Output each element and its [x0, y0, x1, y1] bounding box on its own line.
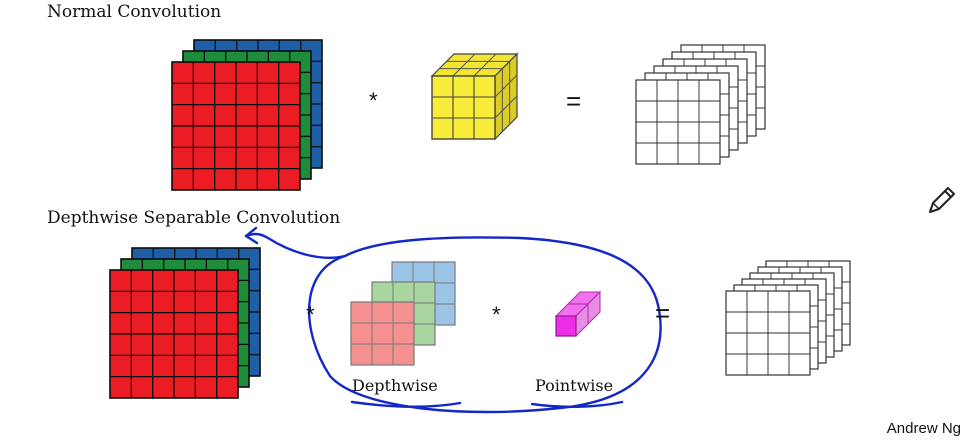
depthwise-underline	[350, 400, 462, 409]
input-volume-top-layer-3	[171, 61, 301, 191]
output-volume-top-map-6	[635, 79, 721, 165]
depthwise-filters	[350, 261, 456, 366]
enclosing-loop	[307, 236, 662, 414]
output-volume-top	[635, 44, 766, 165]
equals-operator-top: =	[566, 86, 582, 116]
input-volume-bottom	[109, 247, 261, 399]
filter-cube-front	[431, 75, 496, 140]
author-credit: Andrew Ng	[886, 420, 961, 437]
pencil-icon[interactable]	[924, 184, 958, 218]
depthwise-label: Depthwise	[352, 376, 438, 395]
arrow-head	[244, 226, 259, 245]
normal-convolution-title: Normal Convolution	[47, 2, 222, 22]
handwritten-annotations	[244, 226, 662, 414]
input-volume-top	[171, 39, 323, 191]
output-volume-bottom-map-6	[725, 290, 811, 376]
convolve-operator-bottom-middle: *	[492, 302, 501, 327]
convolve-operator-bottom-left: *	[306, 302, 315, 327]
equals-operator-bottom: =	[655, 298, 671, 328]
pointwise-underline	[530, 400, 624, 408]
depthwise-filters-layer-3	[350, 301, 415, 366]
pointwise-filter	[554, 290, 602, 338]
depthwise-separable-title: Depthwise Separable Convolution	[47, 208, 341, 228]
filter-cube	[430, 52, 519, 141]
convolve-operator-top: *	[369, 88, 378, 113]
pointwise-label: Pointwise	[535, 376, 614, 395]
input-volume-bottom-layer-3	[109, 269, 239, 399]
output-volume-bottom	[725, 260, 851, 376]
pointer-arrow	[244, 232, 347, 259]
